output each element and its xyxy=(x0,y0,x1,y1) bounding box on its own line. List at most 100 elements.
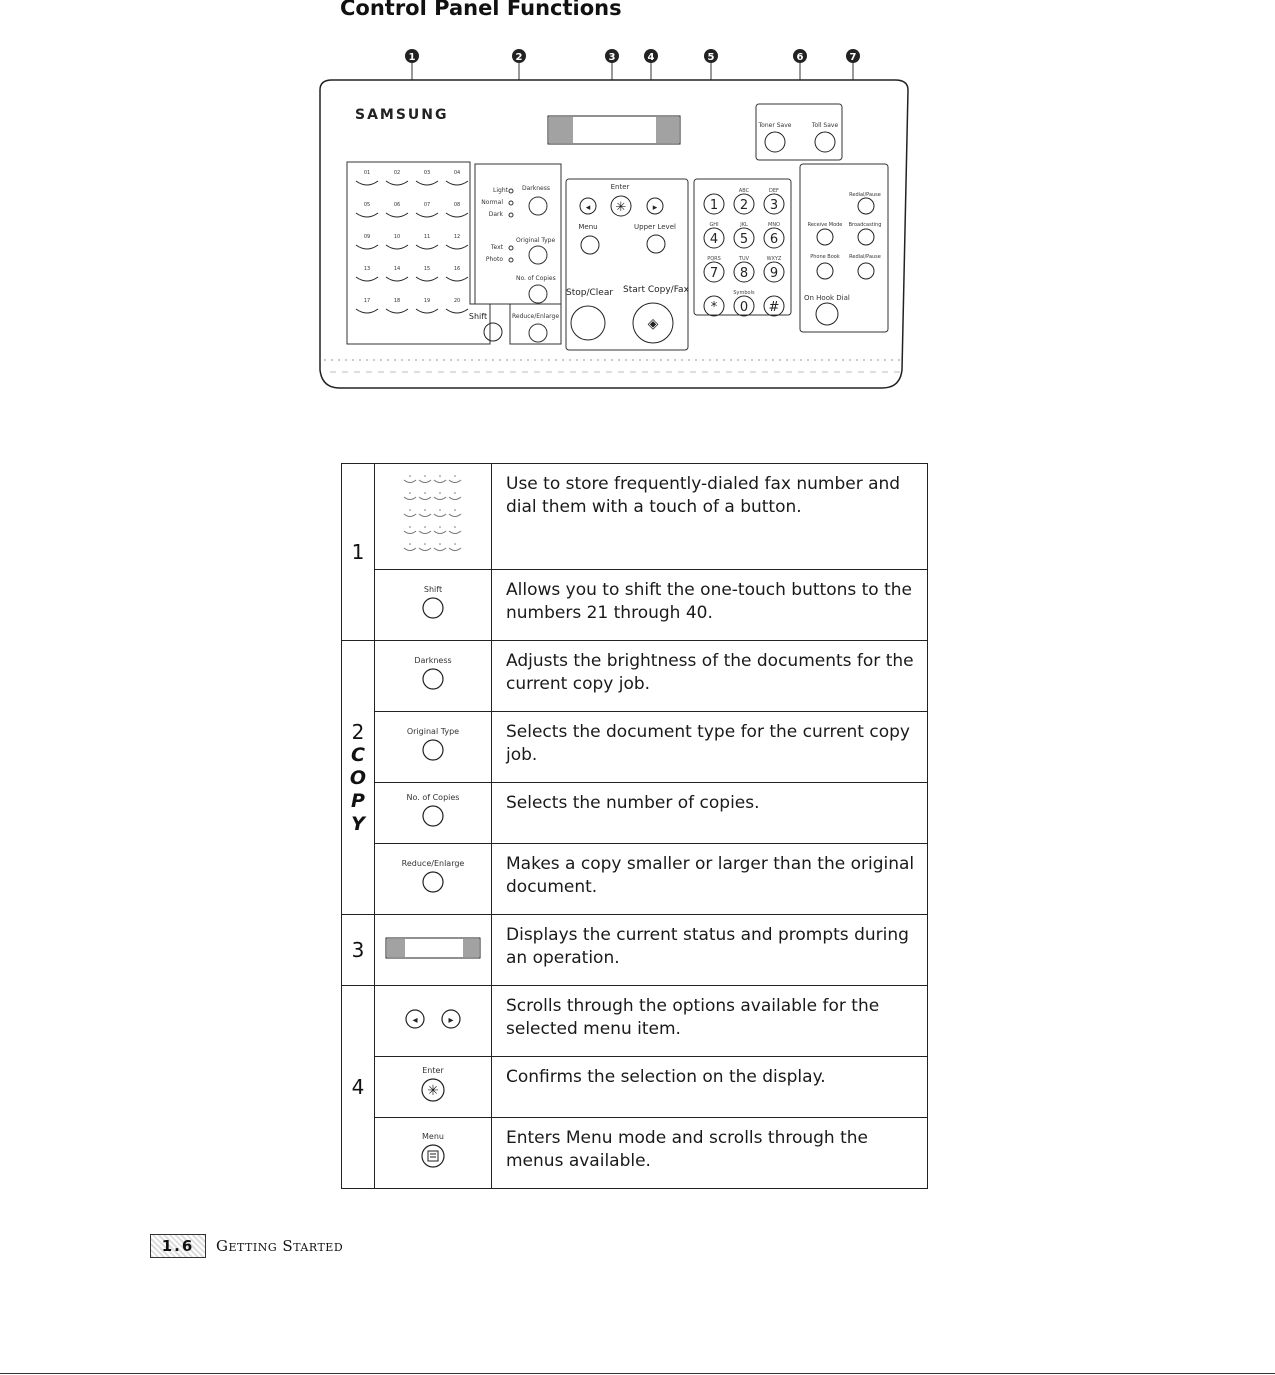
keypad-key[interactable] xyxy=(703,261,725,283)
onetouch-button[interactable] xyxy=(415,308,439,314)
button-description: Adjusts the brightness of the documents … xyxy=(491,640,928,712)
onetouch-button[interactable] xyxy=(415,244,439,250)
onetouch-button[interactable] xyxy=(355,180,379,186)
round-button-icon xyxy=(422,597,444,619)
onetouch-button[interactable] xyxy=(415,276,439,282)
enter-icon: ✳ xyxy=(421,1078,445,1102)
group-word-letter: P xyxy=(351,789,365,812)
button-description: Scrolls through the options available fo… xyxy=(491,985,928,1057)
svg-text:On Hook Dial: On Hook Dial xyxy=(804,294,850,302)
keypad-letters: JKL xyxy=(739,222,748,228)
keypad-letters: WXYZ xyxy=(767,256,782,262)
callout-markers: 1 2 3 4 5 6 7 xyxy=(405,49,860,63)
icon-label: Reduce/Enlarge xyxy=(401,859,465,868)
onetouch-button[interactable] xyxy=(385,212,409,218)
keypad-key[interactable] xyxy=(733,295,755,317)
keypad-key[interactable] xyxy=(733,193,755,215)
onetouch-number: 12 xyxy=(454,234,460,240)
keypad-key[interactable] xyxy=(763,261,785,283)
onetouch-button[interactable] xyxy=(445,244,469,250)
svg-text:Broadcasting: Broadcasting xyxy=(849,222,882,228)
svg-text:Redial/Pause: Redial/Pause xyxy=(849,192,881,198)
onetouch-button[interactable] xyxy=(445,212,469,218)
group-word-letter: C xyxy=(351,743,365,766)
keypad-key-label: # xyxy=(769,300,780,315)
group-number-value: 2 xyxy=(351,719,365,744)
svg-text:Upper Level: Upper Level xyxy=(634,223,676,231)
keypad-key[interactable] xyxy=(763,227,785,249)
onetouch-grid-icon xyxy=(403,474,462,551)
svg-text:Receive Mode: Receive Mode xyxy=(808,222,843,228)
group-number: 3 xyxy=(341,914,375,986)
onetouch-number: 18 xyxy=(394,298,400,304)
icon-label: Original Type xyxy=(406,727,460,736)
svg-text:◂: ◂ xyxy=(586,203,591,213)
svg-text:Dark: Dark xyxy=(489,211,504,218)
onetouch-number: 07 xyxy=(424,202,430,208)
lcd-display-icon xyxy=(385,937,481,959)
onetouch-button[interactable] xyxy=(415,180,439,186)
onetouch-number: 08 xyxy=(454,202,460,208)
onetouch-number: 17 xyxy=(364,298,370,304)
button-icon-cell: Menu xyxy=(374,1117,492,1189)
keypad-key[interactable] xyxy=(703,193,725,215)
menu-icon xyxy=(421,1144,445,1168)
svg-text:Menu: Menu xyxy=(578,223,597,231)
onetouch-button[interactable] xyxy=(445,276,469,282)
onetouch-number: 01 xyxy=(364,170,370,176)
onetouch-button[interactable] xyxy=(415,212,439,218)
svg-text:1: 1 xyxy=(409,52,416,63)
svg-text:◂: ◂ xyxy=(412,1015,417,1026)
group-number-value: 1 xyxy=(351,540,365,564)
callout-4: 4 xyxy=(644,49,658,63)
keypad-key[interactable] xyxy=(733,227,755,249)
round-button-icon xyxy=(422,739,444,761)
keypad-key-label: 3 xyxy=(770,198,778,213)
onetouch-number: 19 xyxy=(424,298,430,304)
onetouch-button[interactable] xyxy=(445,308,469,314)
keypad-letters: PQRS xyxy=(707,256,721,262)
round-button-icon xyxy=(422,805,444,827)
callout-1: 1 xyxy=(405,49,419,63)
onetouch-button[interactable] xyxy=(355,212,379,218)
onetouch-button[interactable] xyxy=(385,308,409,314)
onetouch-number: 04 xyxy=(454,170,460,176)
svg-text:Phone Book: Phone Book xyxy=(810,254,840,260)
group-number: 1 xyxy=(341,463,375,641)
keypad-key[interactable] xyxy=(733,261,755,283)
onetouch-button[interactable] xyxy=(355,244,379,250)
icon-label: No. of Copies xyxy=(406,793,460,802)
keypad-key-label: 7 xyxy=(710,266,718,281)
scroll-arrows-icon: ◂▸ xyxy=(405,1009,461,1029)
onetouch-button[interactable] xyxy=(385,244,409,250)
svg-text:2: 2 xyxy=(516,52,523,63)
button-description: Enters Menu mode and scrolls through the… xyxy=(491,1117,928,1189)
keypad[interactable]: 1ABC2DEF3GHI4JKL5MNO6PQRS7TUV8WXYZ9*Symb… xyxy=(703,188,785,317)
svg-text:▸: ▸ xyxy=(653,203,658,213)
button-description: Selects the number of copies. xyxy=(491,782,928,844)
keypad-key[interactable] xyxy=(763,193,785,215)
onetouch-button[interactable] xyxy=(355,276,379,282)
keypad-key[interactable] xyxy=(763,295,785,317)
keypad-key[interactable] xyxy=(703,295,725,317)
onetouch-button[interactable] xyxy=(445,180,469,186)
svg-text:6: 6 xyxy=(797,52,804,63)
group-number-value: 3 xyxy=(351,938,365,962)
onetouch-button[interactable] xyxy=(355,308,379,314)
keypad-key[interactable] xyxy=(703,227,725,249)
svg-text:Darkness: Darkness xyxy=(522,185,550,192)
button-icon-cell: Darkness xyxy=(374,640,492,712)
keypad-key-label: 6 xyxy=(770,232,778,247)
onetouch-button[interactable] xyxy=(385,180,409,186)
button-icon-cell: No. of Copies xyxy=(374,782,492,844)
onetouch-number: 11 xyxy=(424,234,430,240)
svg-text:Text: Text xyxy=(490,244,504,251)
svg-text:4: 4 xyxy=(648,52,655,63)
keypad-key-label: 2 xyxy=(740,198,748,213)
onetouch-button[interactable] xyxy=(385,276,409,282)
svg-text:5: 5 xyxy=(708,52,715,63)
